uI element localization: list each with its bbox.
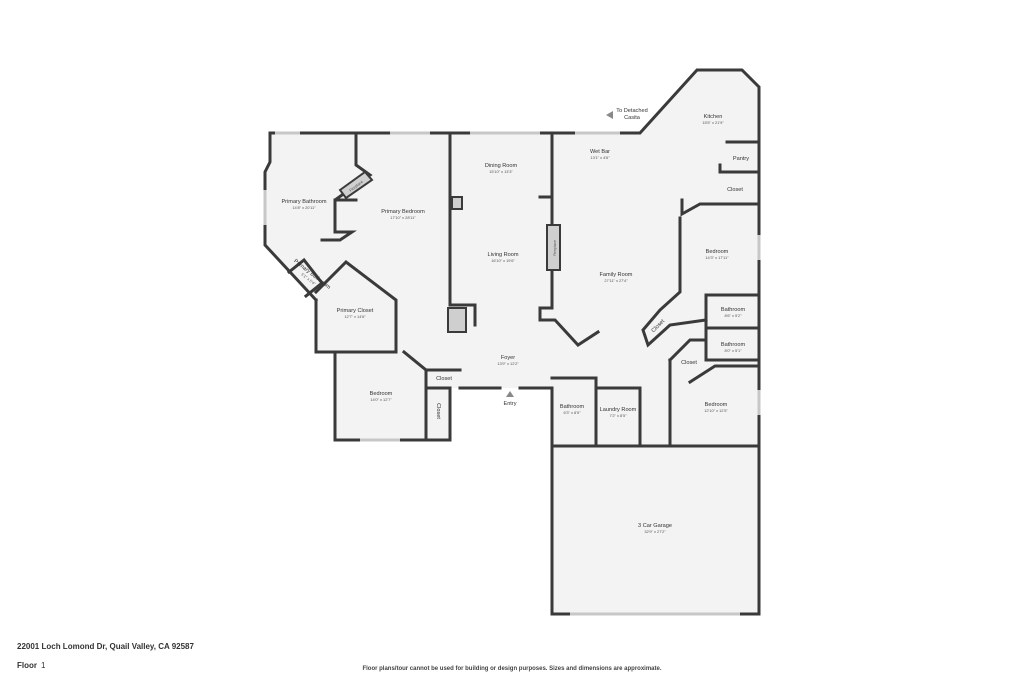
casita-label: To Detached xyxy=(616,108,647,114)
room-dims: 32'9" x 27'2" xyxy=(644,529,666,534)
room-name: Bedroom xyxy=(706,249,729,255)
room-name: Primary Bedroom xyxy=(381,209,425,215)
room-name: 3 Car Garage xyxy=(638,523,672,529)
room-name: Wet Bar xyxy=(590,149,610,155)
room-name: Bathroom xyxy=(721,342,746,348)
room-dims: 8'0" x 5'1" xyxy=(724,348,742,353)
entry-label: Entry xyxy=(503,401,516,407)
room-name: Foyer xyxy=(501,355,515,361)
room-name: Closet xyxy=(727,187,743,193)
address: 22001 Loch Lomond Dr, Quail Valley, CA 9… xyxy=(17,642,194,651)
fireplace-label: Fireplace xyxy=(552,240,557,256)
room-name: Bedroom xyxy=(705,402,728,408)
room-name: Bedroom xyxy=(370,391,393,397)
room-dims: 17'10" x 28'11" xyxy=(390,215,416,220)
room-name: Pantry xyxy=(733,156,749,162)
entry-arrow-icon xyxy=(506,391,514,397)
room-dims: 15'10" x 13'3" xyxy=(489,169,513,174)
room-dims: 8'6" x 5'2" xyxy=(724,313,742,318)
room-dims: 13'1" x 4'6" xyxy=(590,155,610,160)
room-name: Kitchen xyxy=(704,114,723,120)
floor-indicator: Floor 1 xyxy=(17,661,45,670)
fireplace-blocks xyxy=(338,170,561,333)
casita-arrow-icon xyxy=(606,111,613,119)
room-name: Dining Room xyxy=(485,163,518,169)
room-dims: 27'11" x 27'4" xyxy=(604,278,628,283)
room-dims: 16'10" x 19'6" xyxy=(491,258,515,263)
room-name: Family Room xyxy=(600,272,633,278)
room-dims: 14'3" x 17'11" xyxy=(705,255,729,260)
room-dims: 15'5" x 21'9" xyxy=(702,120,724,125)
room-labels: Kitchen 15'5" x 21'9" Pantry Wet Bar 13'… xyxy=(281,108,749,534)
room-dims: 13'9" x 12'2" xyxy=(497,361,519,366)
room-name: Living Room xyxy=(487,252,518,258)
room-name: Primary Closet xyxy=(337,308,374,314)
room-dims: 6'3" x 8'5" xyxy=(563,410,581,415)
room-dims: 7'2" x 8'5" xyxy=(609,413,627,418)
room-dims: 14'0" x 12'7" xyxy=(370,397,392,402)
room-name: Closet xyxy=(436,376,452,382)
casita-label: Casita xyxy=(624,115,641,121)
room-dims: 12'7" x 14'6" xyxy=(344,314,366,319)
room-name: Closet xyxy=(681,360,697,366)
floor-area xyxy=(265,70,759,614)
floor-number: 1 xyxy=(41,661,46,670)
room-name: Bathroom xyxy=(721,307,746,313)
walls xyxy=(263,68,761,616)
room-name: Closet xyxy=(435,403,441,419)
room-dims: 12'10" x 12'5" xyxy=(704,408,728,413)
room-name: Bathroom xyxy=(560,404,585,410)
disclaimer: Floor plans/tour cannot be used for buil… xyxy=(362,666,662,672)
floor-label: Floor xyxy=(17,661,37,670)
room-dims: 14'8" x 20'11" xyxy=(292,205,316,210)
room-name: Laundry Room xyxy=(600,407,637,413)
room-name: Primary Bathroom xyxy=(281,199,326,205)
windows xyxy=(263,131,761,616)
